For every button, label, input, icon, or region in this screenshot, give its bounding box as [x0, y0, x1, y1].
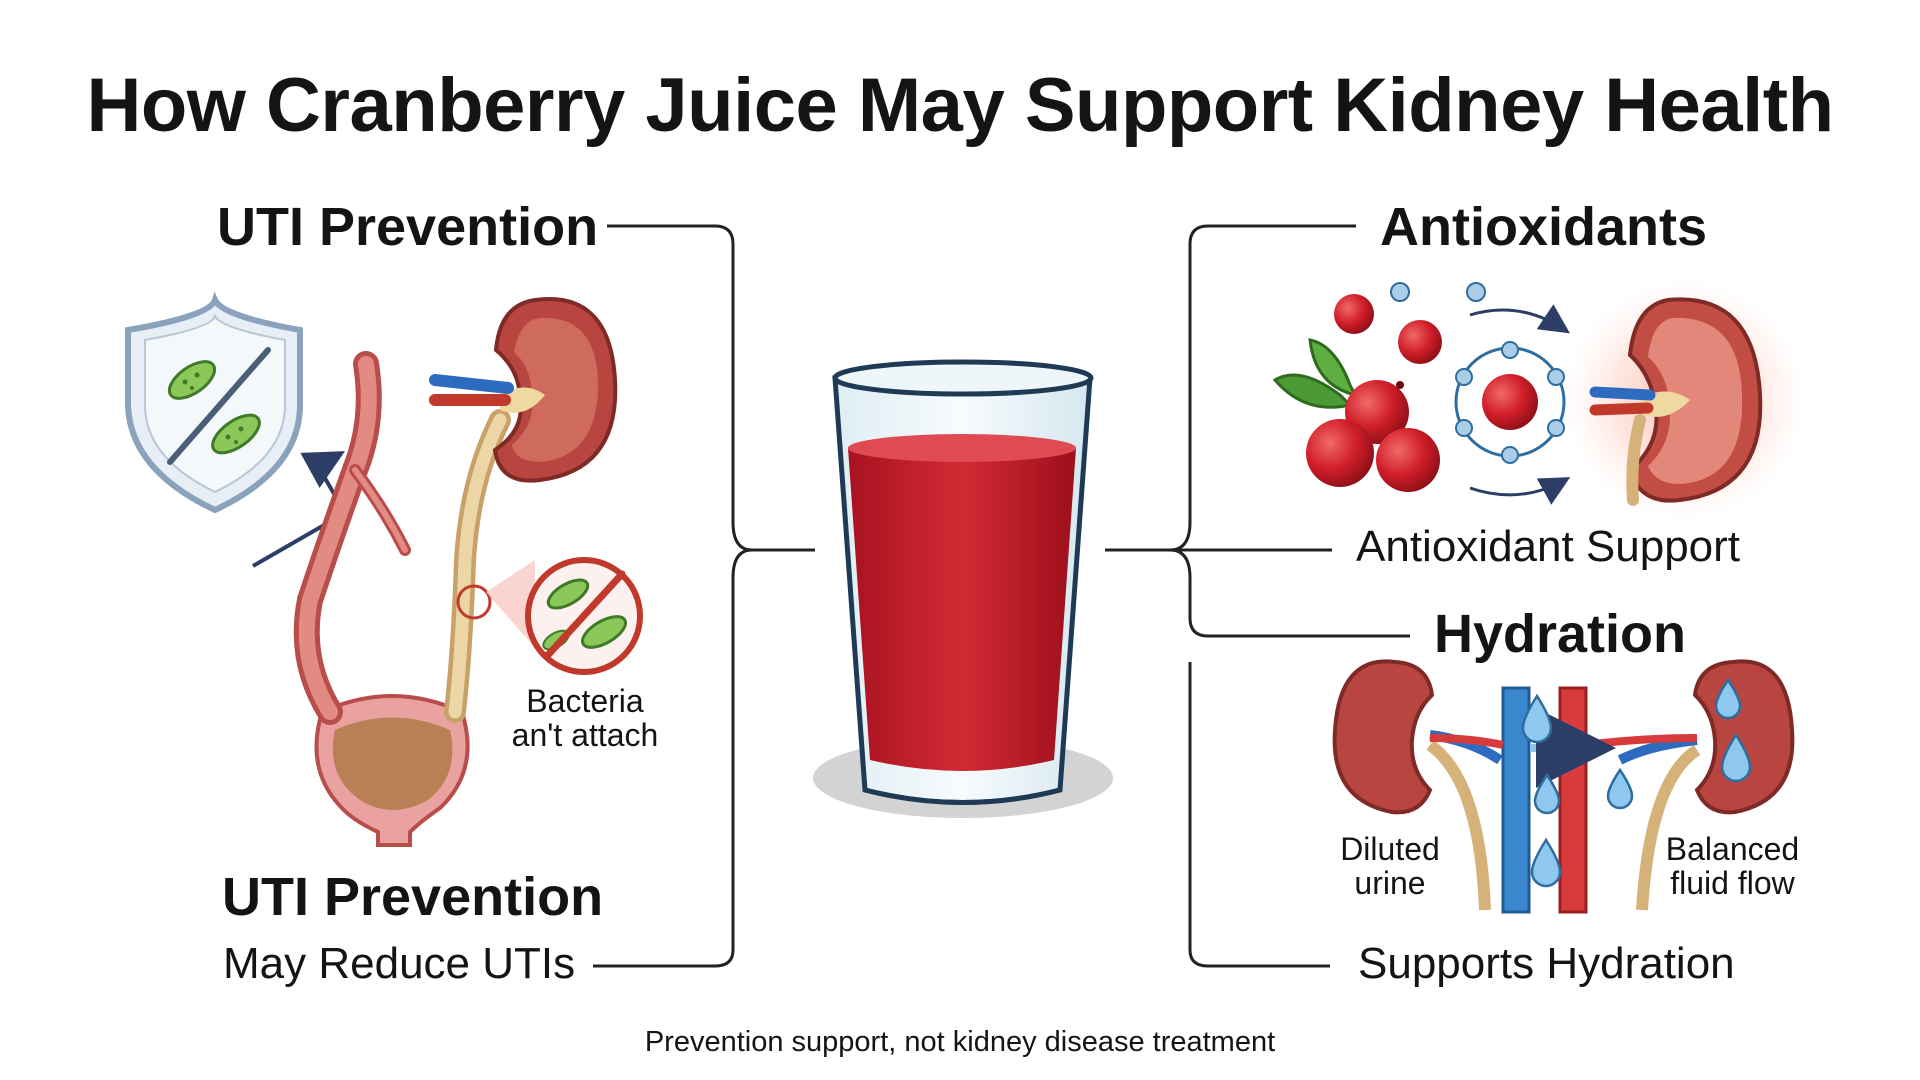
glowing-kidney-icon	[1565, 280, 1805, 520]
page-title: How Cranberry Juice May Support Kidney H…	[86, 63, 1835, 148]
water-drop-icon	[1521, 677, 1752, 888]
bacteria-note: Bacteria an't attach	[510, 684, 660, 752]
supports-hydration-label: Supports Hydration	[1358, 939, 1735, 988]
bacteria-icon	[167, 360, 261, 455]
uti-prevention-heading: UTI Prevention	[217, 197, 599, 257]
bacteria-note-line-1: Bacteria	[526, 683, 644, 719]
balanced-fluid-label: Balanced fluid flow	[1650, 832, 1815, 900]
cranberries-icon	[1272, 294, 1442, 492]
antioxidants-heading: Antioxidants	[1380, 197, 1708, 257]
hydration-heading: Hydration	[1434, 604, 1687, 664]
disclaimer-footer: Prevention support, not kidney disease t…	[644, 1026, 1276, 1058]
kidney-icon	[429, 297, 618, 483]
diluted-urine-line-2: urine	[1354, 865, 1426, 901]
bacteria-note-line-2: an't attach	[511, 717, 659, 753]
diluted-urine-line-1: Diluted	[1340, 831, 1440, 867]
antioxidant-support-label: Antioxidant Support	[1356, 522, 1741, 571]
urinary-tract-icon	[293, 351, 511, 847]
balanced-fluid-line-2: fluid flow	[1670, 865, 1795, 901]
shield-icon	[125, 291, 303, 514]
balanced-fluid-line-1: Balanced	[1665, 831, 1800, 867]
left-connector	[593, 224, 815, 968]
uti-prevention-bottom-heading: UTI Prevention	[222, 867, 604, 927]
antioxidant-molecule-icon	[1390, 282, 1571, 505]
uti-prevention-subtitle: May Reduce UTIs	[223, 939, 576, 988]
hydration-kidney-left-icon	[1332, 659, 1503, 911]
right-connector	[1105, 224, 1410, 968]
no-bacteria-icon	[486, 557, 643, 675]
juice-glass-icon	[813, 359, 1113, 818]
diluted-urine-label: Diluted urine	[1320, 832, 1460, 900]
